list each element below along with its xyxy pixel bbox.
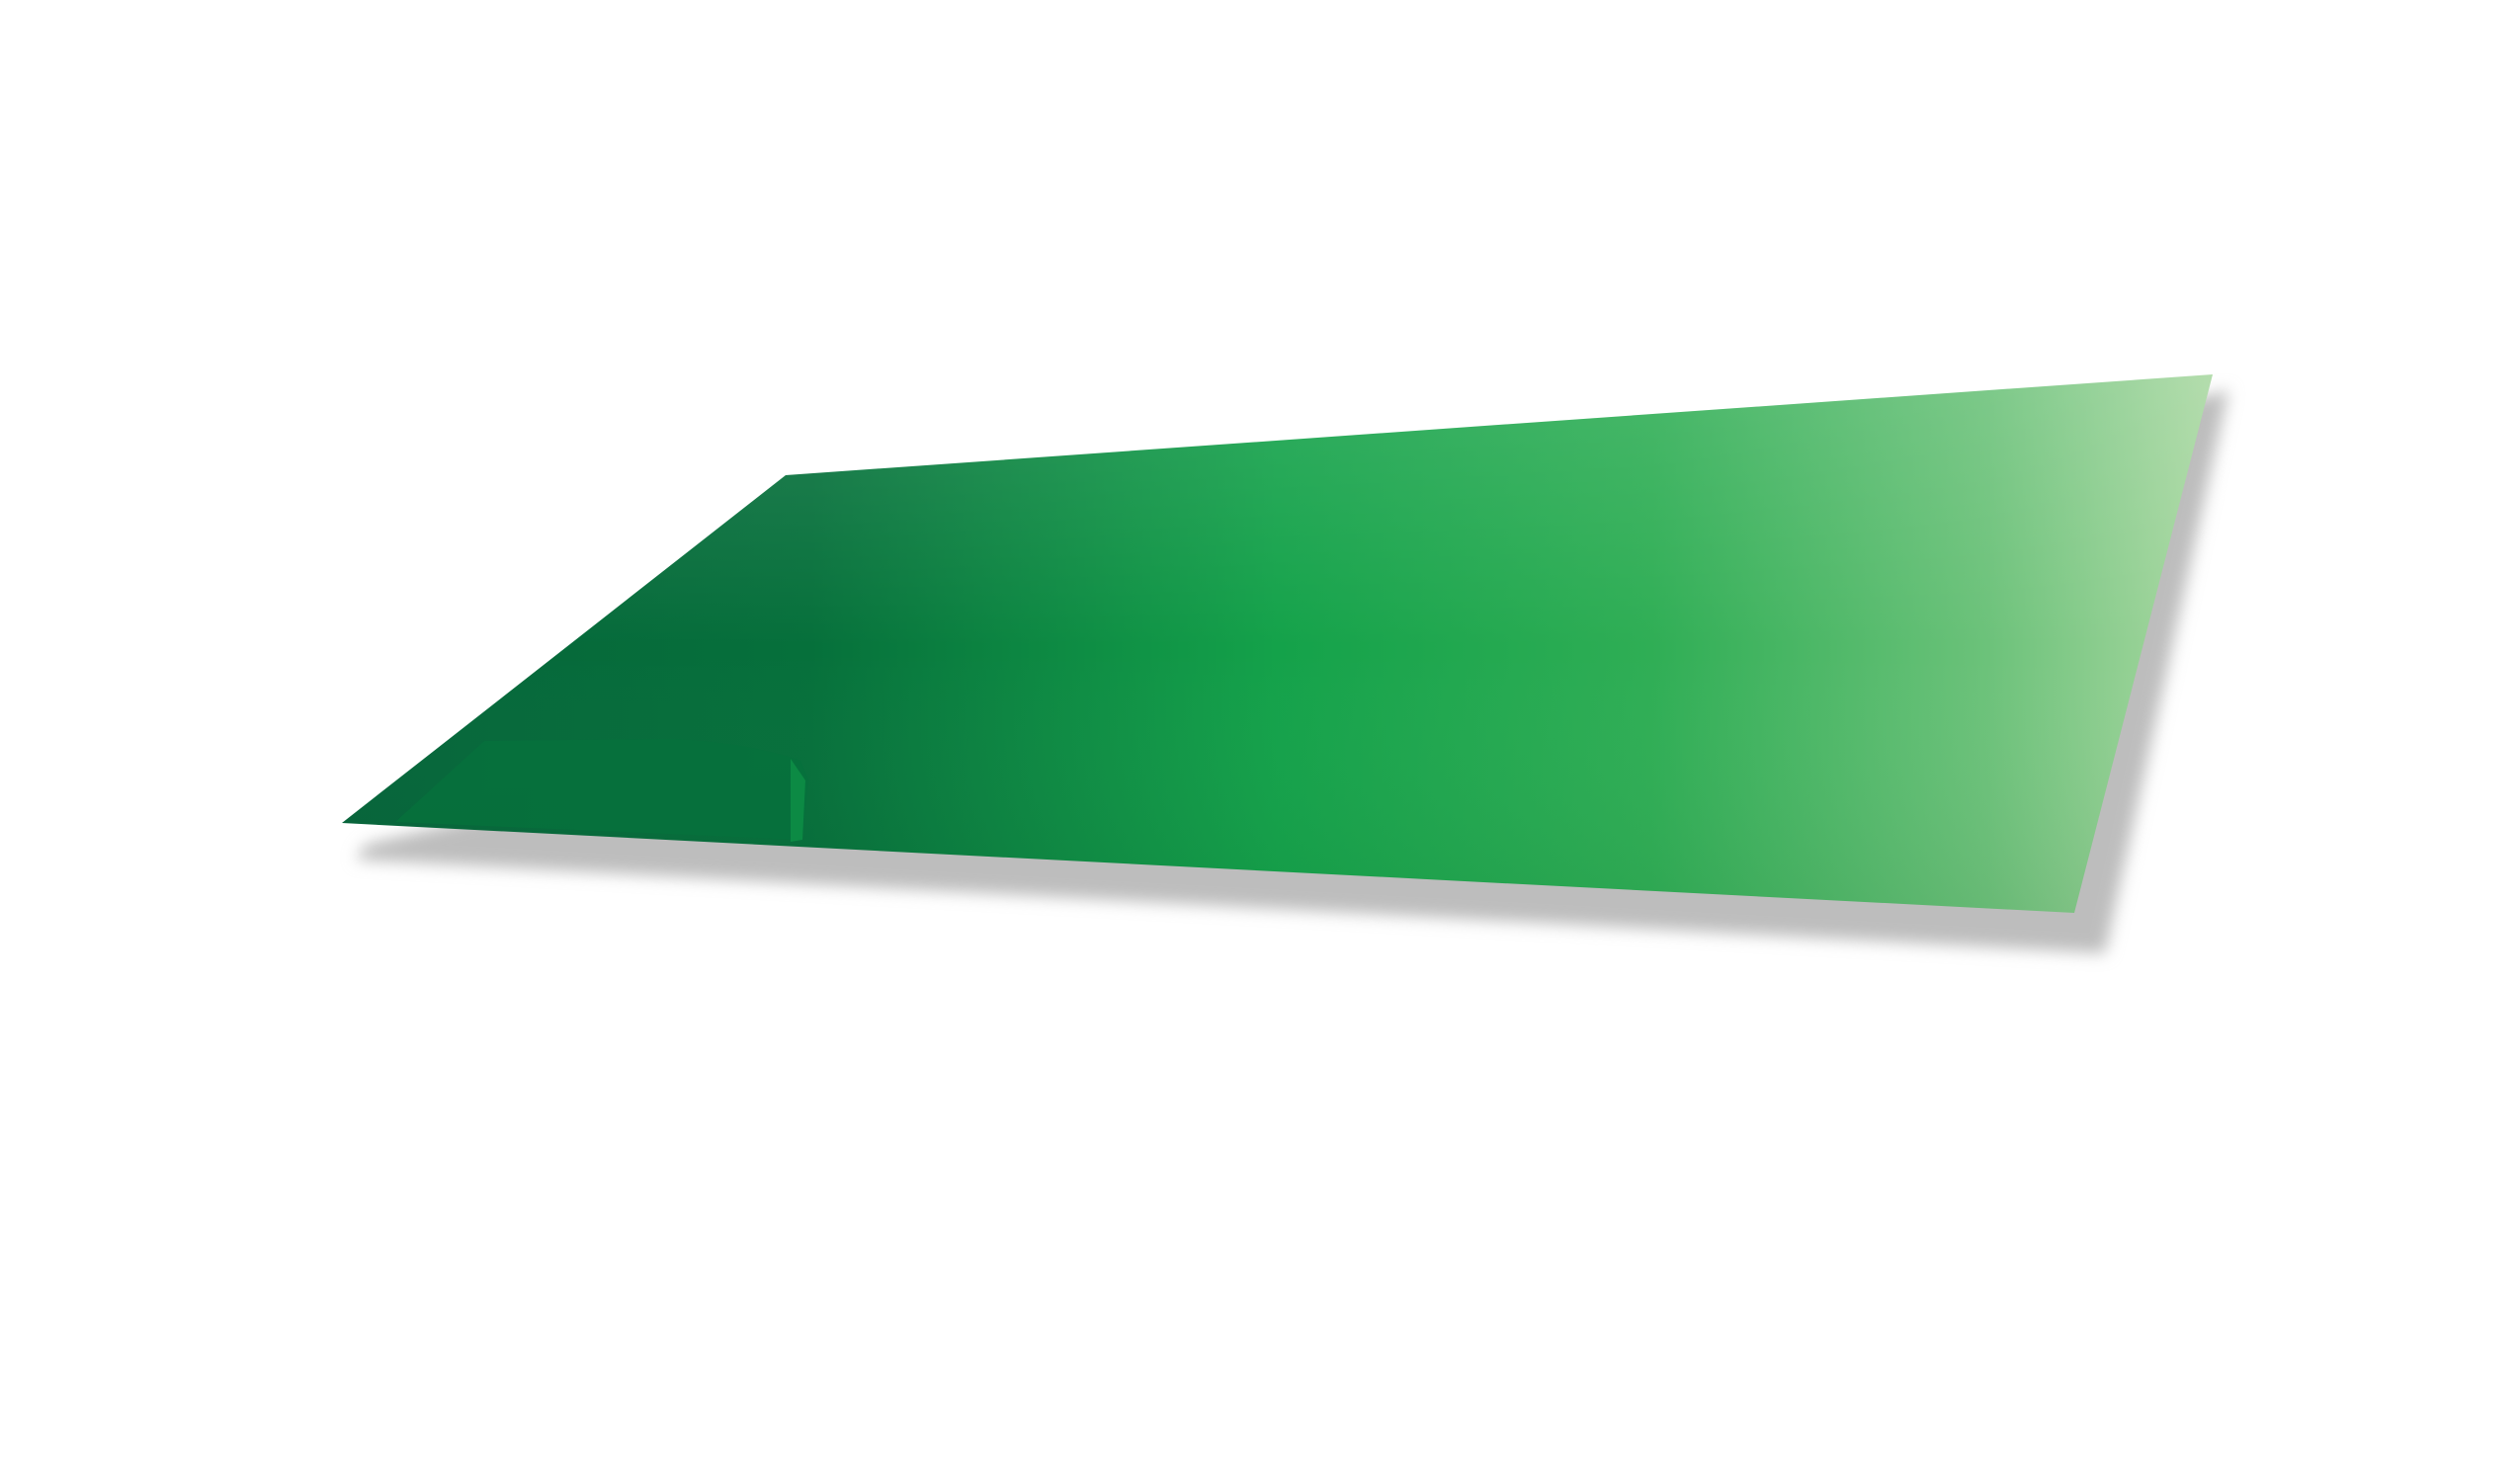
panel-tab-edge xyxy=(791,759,805,842)
panel-sheen xyxy=(342,374,2213,913)
panel-tab xyxy=(395,739,808,840)
